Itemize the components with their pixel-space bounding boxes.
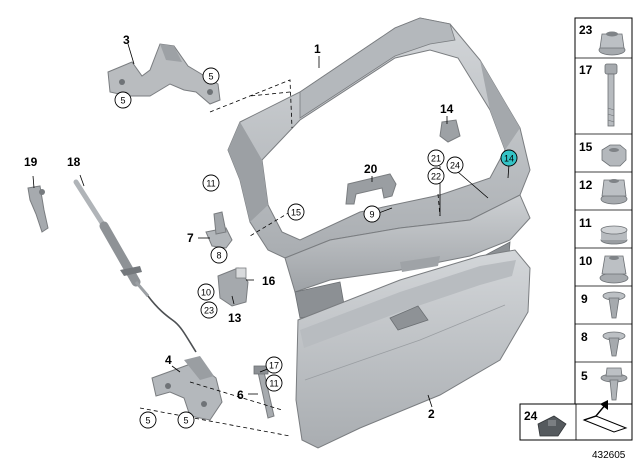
svg-text:5: 5 xyxy=(183,416,188,426)
bottom-label-24: 24 xyxy=(524,409,538,423)
callout-1: 1 xyxy=(314,42,321,56)
sidebar-label-10: 10 xyxy=(579,254,593,268)
washer-screw-icon xyxy=(600,367,628,401)
callout-14: 14 xyxy=(440,102,454,116)
callout-13: 13 xyxy=(228,311,242,325)
svg-text:8: 8 xyxy=(216,251,221,261)
callout-6: 6 xyxy=(237,388,244,402)
buffer-stop xyxy=(439,119,461,143)
flange-nut-icon xyxy=(598,31,626,56)
hex-nut-icon xyxy=(601,144,627,167)
circled-callout-10: 10 xyxy=(197,283,215,301)
collar-nut-icon xyxy=(600,179,628,205)
sidebar-label-17: 17 xyxy=(579,63,593,77)
callout-7: 7 xyxy=(187,231,194,245)
bottom-parts-table: 24 xyxy=(519,400,633,441)
svg-text:5: 5 xyxy=(208,72,213,82)
circled-callout-22: 22 xyxy=(427,167,445,185)
gas-strut xyxy=(73,179,197,353)
callout-19: 19 xyxy=(24,155,38,169)
svg-text:11: 11 xyxy=(206,179,215,189)
tailgate-handle xyxy=(345,173,397,205)
svg-text:14: 14 xyxy=(504,154,514,164)
circled-callout-23: 23 xyxy=(200,301,218,319)
circled-callout-5d: 5 xyxy=(177,411,195,429)
circled-callout-24: 24 xyxy=(446,156,464,174)
circled-callout-11b: 11 xyxy=(265,374,283,392)
callout-20: 20 xyxy=(364,162,378,176)
lower-hinge xyxy=(151,356,223,421)
hinge-striker-bracket xyxy=(205,211,233,249)
svg-text:9: 9 xyxy=(369,210,374,220)
circled-callout-21: 21 xyxy=(427,149,445,167)
svg-text:15: 15 xyxy=(291,208,301,218)
tailgate-frame xyxy=(227,17,531,259)
svg-text:23: 23 xyxy=(204,306,214,316)
callout-4: 4 xyxy=(165,353,172,367)
sidebar-label-23: 23 xyxy=(579,23,593,37)
circled-callout-9: 9 xyxy=(363,205,381,223)
long-bolt-icon xyxy=(604,63,618,127)
screw-icon xyxy=(602,291,626,319)
svg-text:5: 5 xyxy=(120,96,125,106)
sidebar-label-12: 12 xyxy=(579,178,593,192)
sealing-strip-icon xyxy=(582,400,628,433)
sidebar-label-11: 11 xyxy=(579,216,592,230)
sidebar-label-5: 5 xyxy=(581,369,588,383)
document-number: 432605 xyxy=(592,450,626,461)
circled-callout-5b: 5 xyxy=(114,91,132,109)
parts-sidebar: 23 17 15 12 11 xyxy=(574,17,633,425)
sidebar-label-8: 8 xyxy=(581,330,588,344)
screw-icon xyxy=(602,331,626,357)
pin-bolt xyxy=(253,365,275,419)
sidebar-label-15: 15 xyxy=(579,140,593,154)
circled-callout-15: 15 xyxy=(287,203,305,221)
lock-bracket xyxy=(217,267,249,307)
svg-text:10: 10 xyxy=(201,288,211,298)
cap-plug-icon xyxy=(600,225,628,245)
callout-18: 18 xyxy=(67,155,81,169)
callout-labels: 1 2 3 4 6 7 13 14 16 18 19 20 xyxy=(24,33,454,421)
sidebar-label-9: 9 xyxy=(581,292,588,306)
callout-2: 2 xyxy=(428,407,435,421)
upper-hinge xyxy=(107,43,221,105)
circled-callout-14-highlight: 14 xyxy=(500,149,518,167)
circled-callout-5c: 5 xyxy=(139,411,157,429)
svg-text:11: 11 xyxy=(269,379,278,389)
callout-16: 16 xyxy=(262,274,276,288)
tailgate-outer-panel xyxy=(295,249,531,449)
svg-text:21: 21 xyxy=(431,154,441,164)
clip-bracket xyxy=(27,185,49,233)
svg-text:22: 22 xyxy=(431,172,441,182)
circled-callout-11a: 11 xyxy=(202,174,220,192)
clip-bracket-icon xyxy=(537,415,567,437)
callout-3: 3 xyxy=(123,33,130,47)
circled-callout-5a: 5 xyxy=(202,67,220,85)
cage-nut-icon xyxy=(599,255,629,284)
svg-text:5: 5 xyxy=(145,416,150,426)
svg-text:17: 17 xyxy=(269,361,279,371)
svg-text:24: 24 xyxy=(450,161,460,171)
circled-callout-8: 8 xyxy=(210,246,228,264)
circled-callout-17: 17 xyxy=(265,356,283,374)
circled-callouts: 5 5 11 15 8 10 23 9 21 22 24 14 17 11 5 … xyxy=(114,67,518,429)
